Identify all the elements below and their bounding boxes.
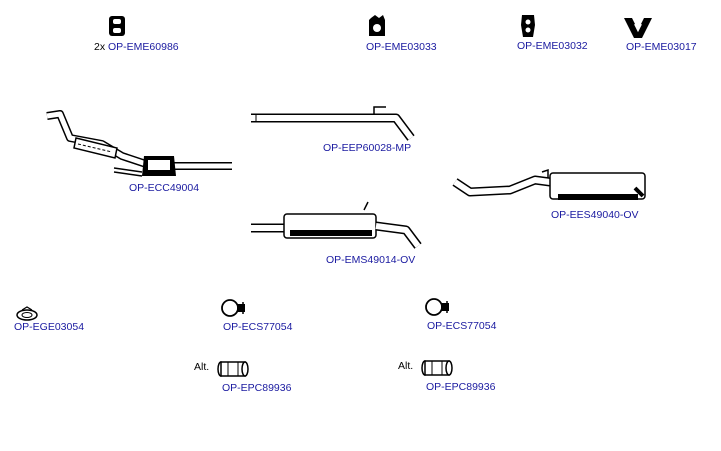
clamp-icon[interactable]	[219, 297, 249, 319]
part-code-link[interactable]: OP-ECC49004	[129, 182, 199, 194]
rear-silencer-icon[interactable]	[450, 168, 646, 212]
part-code-link[interactable]: OP-EES49040-OV	[551, 209, 639, 221]
part-code-link[interactable]: OP-EPC89936	[426, 381, 495, 393]
part-code-link[interactable]: OP-EPC89936	[222, 382, 291, 394]
part-code-link[interactable]: OP-EME03032	[517, 40, 588, 52]
pipe-connector-icon[interactable]	[216, 358, 250, 380]
quantity-prefix: 2x	[94, 41, 106, 53]
link-connector-89936-b[interactable]: OP-EPC89936	[426, 381, 496, 393]
rubber-mount-icon[interactable]	[519, 13, 537, 39]
link-catalyst-49004[interactable]: OP-ECC49004	[129, 182, 200, 194]
link-rubber-03033[interactable]: OP-EME03033	[366, 41, 437, 53]
link-pipe-60028[interactable]: OP-EEP60028-MP	[323, 142, 412, 154]
link-clamp-77054-b[interactable]: OP-ECS77054	[427, 320, 497, 332]
part-code-link[interactable]: OP-EME03017	[626, 41, 697, 53]
middle-silencer-icon[interactable]	[246, 200, 431, 252]
part-code-link[interactable]: OP-ECS77054	[223, 321, 292, 333]
clamp-icon[interactable]	[423, 296, 453, 318]
v-mount-icon[interactable]	[623, 16, 653, 40]
alternative-prefix: Alt.	[398, 360, 414, 372]
part-code-link[interactable]: OP-EGE03054	[14, 321, 84, 333]
alternative-prefix: Alt.	[194, 361, 210, 373]
part-code-link[interactable]: OP-EEP60028-MP	[323, 142, 411, 154]
link-connector-89936-a[interactable]: OP-EPC89936	[222, 382, 292, 394]
pipe-connector-icon[interactable]	[420, 357, 454, 379]
catalytic-converter-icon[interactable]	[42, 108, 237, 180]
part-code-link[interactable]: OP-EMS49014-OV	[326, 254, 415, 266]
part-code-link[interactable]: OP-EME03033	[366, 41, 437, 53]
link-rear-silencer-49040[interactable]: OP-EES49040-OV	[551, 209, 639, 221]
part-code-link[interactable]: OP-ECS77054	[427, 320, 496, 332]
link-clamp-77054-a[interactable]: OP-ECS77054	[223, 321, 293, 333]
link-mount-03017[interactable]: OP-EME03017	[626, 41, 697, 53]
front-pipe-icon[interactable]	[246, 103, 426, 145]
link-hanger-60986[interactable]: OP-EME60986	[108, 41, 179, 53]
gasket-icon[interactable]	[16, 306, 38, 321]
part-code-link[interactable]: OP-EME60986	[108, 41, 179, 53]
link-middle-silencer-49014[interactable]: OP-EMS49014-OV	[326, 254, 416, 266]
rubber-hanger-icon[interactable]	[107, 14, 127, 38]
rubber-mount-icon[interactable]	[367, 14, 387, 40]
link-gasket-03054[interactable]: OP-EGE03054	[14, 321, 85, 333]
link-rubber-03032[interactable]: OP-EME03032	[517, 40, 588, 52]
